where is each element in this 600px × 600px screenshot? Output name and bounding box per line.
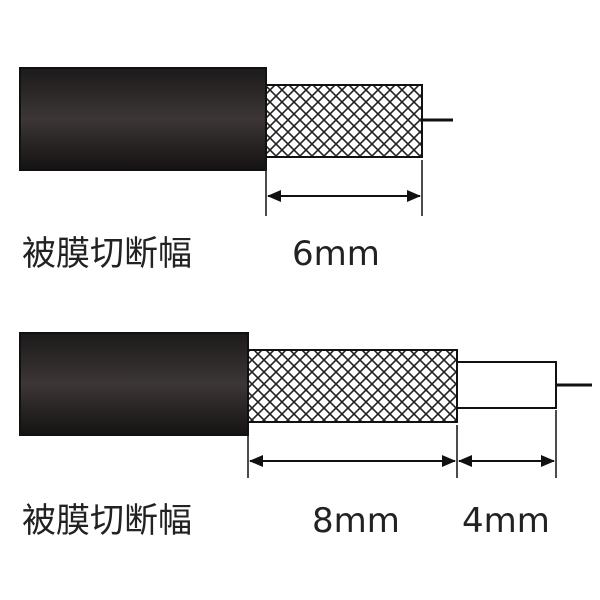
cable-b-jacket — [19, 332, 249, 436]
cable-b-braid — [247, 349, 458, 423]
dimension-a-label: 6mm — [292, 234, 380, 274]
caption-b: 被膜切断幅 — [22, 501, 192, 541]
cable-a-braid — [265, 84, 423, 158]
dimension-b-dielectric-label: 4mm — [462, 501, 550, 541]
dimension-b — [247, 410, 557, 478]
dimension-b-braid-label: 8mm — [312, 501, 400, 541]
cable-b-dielectric — [456, 361, 557, 409]
cable-a-jacket — [19, 67, 267, 171]
cable-b — [19, 332, 592, 436]
caption-a: 被膜切断幅 — [22, 234, 192, 274]
cable-a — [19, 67, 453, 171]
dimension-a — [265, 160, 423, 216]
